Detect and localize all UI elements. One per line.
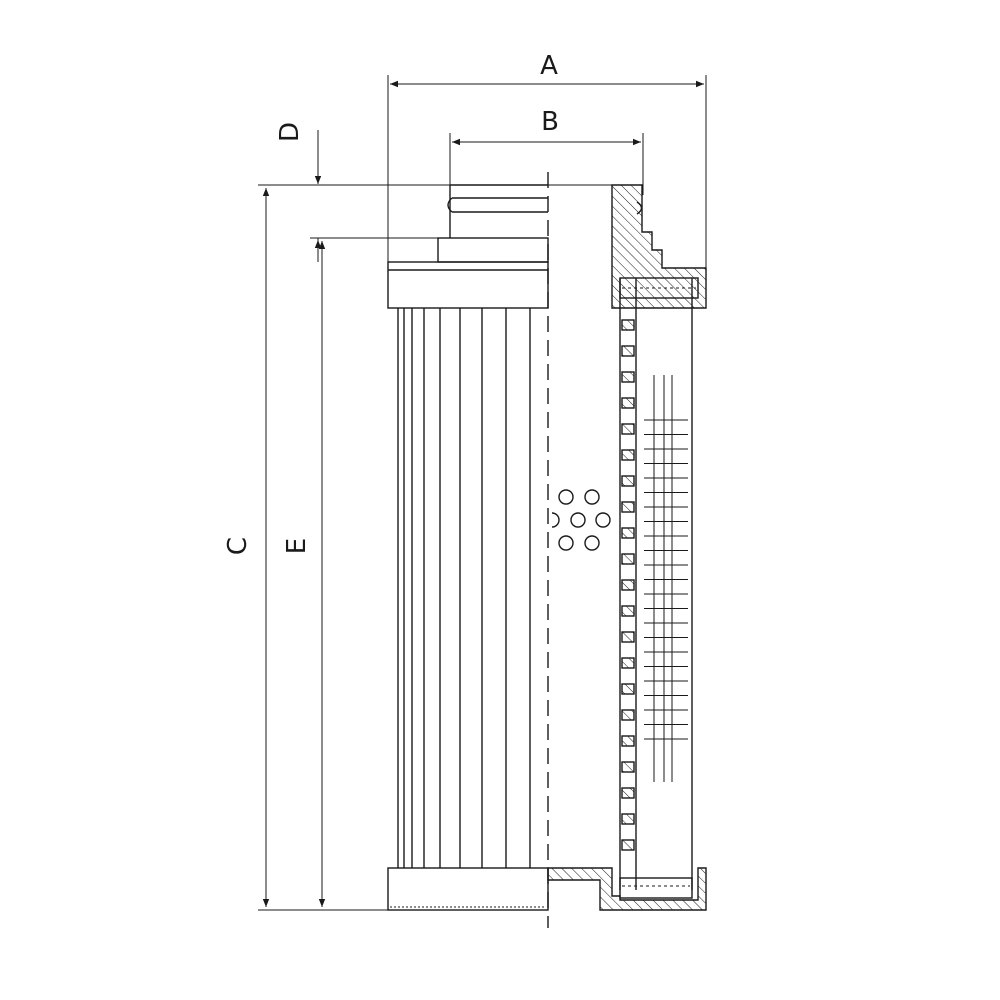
mesh-screen	[644, 375, 688, 782]
pleated-media	[397, 308, 531, 868]
dimension-label-c: C	[223, 537, 253, 555]
bottom-end-cap	[387, 867, 549, 911]
dimension-label-e: E	[282, 538, 312, 554]
dimension-label-a: A	[540, 51, 558, 81]
dimension-d: D	[275, 122, 322, 262]
dimension-label-d: D	[275, 122, 305, 142]
perforation-holes	[551, 489, 611, 551]
dimension-c: C	[223, 184, 612, 911]
dimension-e: E	[282, 237, 438, 907]
support-tube-section	[619, 278, 693, 890]
bottom-cap-section	[547, 867, 707, 911]
top-end-cap	[387, 184, 549, 309]
dimension-label-b: B	[541, 107, 559, 137]
